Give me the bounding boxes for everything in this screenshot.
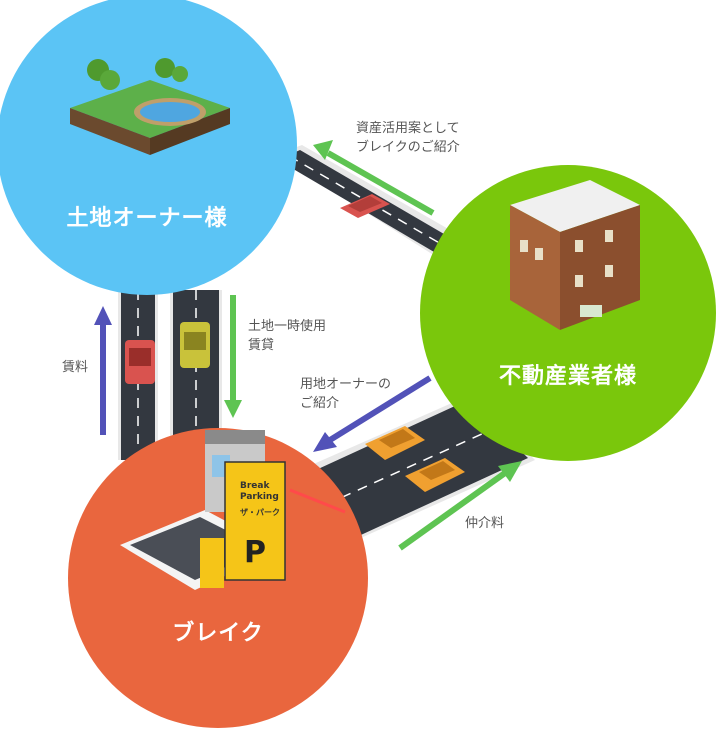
flow-realtor-to-break-line1: 用地オーナーの bbox=[300, 377, 391, 392]
flow-realtor-to-owner-line1: 資産活用案として bbox=[356, 120, 460, 136]
arrow-realtor-to-owner bbox=[313, 140, 435, 216]
sign-sub: ザ・パーク bbox=[240, 507, 280, 517]
arrow-realtor-to-break bbox=[313, 375, 432, 452]
gate-bar bbox=[289, 488, 346, 514]
flow-realtor-to-owner-line2: ブレイクのご紹介 bbox=[356, 139, 460, 155]
flow-owner-to-break-line1: 土地一時使用 bbox=[248, 318, 326, 334]
sign-p-letter: P bbox=[244, 535, 266, 570]
car-orange-1 bbox=[365, 426, 425, 460]
sign-brand-line2: Parking bbox=[240, 492, 279, 502]
flow-realtor-to-break-line2: ご紹介 bbox=[300, 395, 339, 411]
flow-break-to-owner-label: 賃料 bbox=[62, 360, 88, 375]
road-owner-realtor bbox=[275, 145, 485, 278]
building-illustration bbox=[510, 180, 640, 330]
car-red-left bbox=[125, 340, 155, 384]
arrow-owner-to-break bbox=[224, 295, 242, 418]
car-orange-2 bbox=[405, 458, 465, 492]
realtor-node-label: 不動産業者様 bbox=[499, 363, 637, 389]
car-red-top bbox=[340, 194, 390, 218]
road-realtor-break bbox=[300, 395, 535, 545]
sign-brand-line1: Break bbox=[240, 481, 270, 491]
parking-sign: Break Parking ザ・パーク P bbox=[224, 461, 286, 581]
owner-node-label: 土地オーナー様 bbox=[66, 205, 227, 231]
land-illustration bbox=[70, 58, 230, 155]
arrow-break-to-owner bbox=[94, 306, 112, 435]
flow-break-to-realtor-label: 仲介料 bbox=[465, 516, 504, 531]
car-olive-left bbox=[180, 322, 210, 368]
arrow-break-to-realtor bbox=[398, 461, 522, 551]
flow-owner-to-break-line2: 賃貸 bbox=[248, 337, 274, 353]
break-node-label: ブレイク bbox=[172, 620, 264, 646]
